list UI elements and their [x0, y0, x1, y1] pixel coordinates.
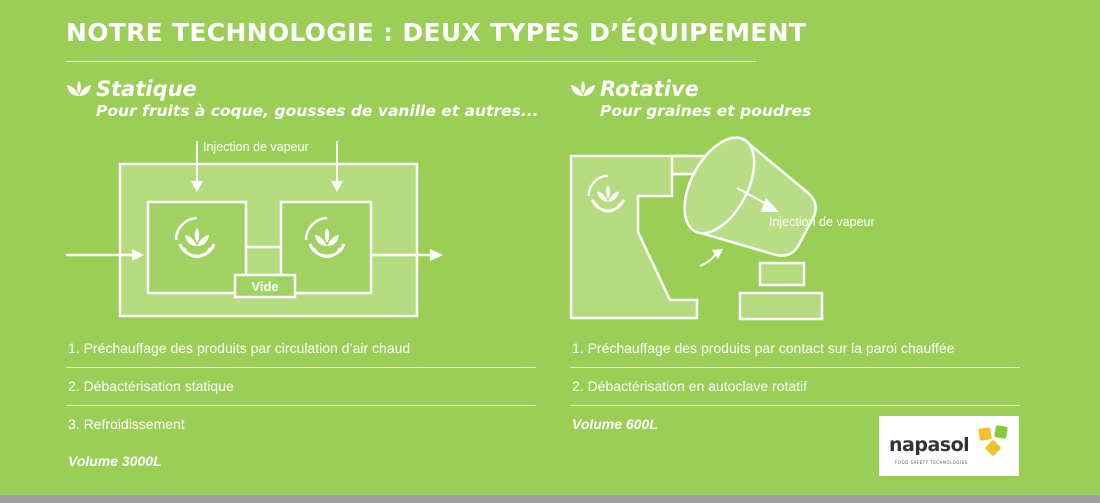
- section-static-subtitle: Pour fruits à coque, gousses de vanille …: [96, 102, 539, 120]
- rotative-drum: [683, 136, 818, 257]
- rotative-volume: Volume 600L: [572, 416, 658, 432]
- static-diagram: Vide Injection de vapeur: [66, 140, 443, 318]
- title-divider: [66, 61, 756, 62]
- rotative-frame: [569, 154, 699, 320]
- bottom-bar: [0, 495, 1100, 503]
- arrow-down-icon: [191, 181, 203, 192]
- arrow-icon: [761, 198, 779, 212]
- list-item: 1. Préchauffage des produits par circula…: [66, 330, 536, 368]
- rotative-diagram: Injection de vapeur: [569, 136, 875, 321]
- page-title: NOTRE TECHNOLOGIE : DEUX TYPES D’ÉQUIPEM…: [66, 18, 807, 47]
- static-volume: Volume 3000L: [68, 453, 162, 469]
- section-static-title: Statique: [96, 77, 197, 101]
- leaf-icon: [571, 81, 595, 96]
- arrow-right-icon: [430, 249, 443, 261]
- vide-label: Vide: [251, 279, 278, 294]
- vide-box: [233, 273, 297, 299]
- leaf-icon: [67, 81, 91, 96]
- rotation-arrow-icon: [712, 249, 723, 259]
- rotative-base: [738, 291, 824, 321]
- section-rotative-title: Rotative: [600, 77, 699, 101]
- rotative-injection-label: Injection de vapeur: [769, 215, 875, 229]
- logo-text: napasol: [889, 434, 970, 456]
- rotative-outlet: [758, 261, 806, 287]
- equipment-diagrams: Vide Injection de vapeur Injection de va…: [66, 136, 875, 321]
- napasol-logo: napasol FOOD SAFETY TECHNOLOGIES: [879, 416, 1019, 476]
- arrow-down-icon: [331, 181, 343, 192]
- logo-leaves-icon: [978, 425, 1008, 456]
- static-chamber-1: [146, 200, 248, 295]
- list-item: 3. Refroidissement: [68, 416, 185, 432]
- static-steps-list: 1. Préchauffage des produits par circula…: [66, 330, 536, 480]
- rotative-steps-list: 1. Préchauffage des produits par contact…: [570, 330, 1020, 443]
- static-injection-label: Injection de vapeur: [203, 140, 309, 154]
- logo-tagline: FOOD SAFETY TECHNOLOGIES: [895, 460, 968, 465]
- list-item: 1. Préchauffage des produits par contact…: [570, 330, 1020, 368]
- arrow-right-icon: [132, 249, 144, 261]
- list-item: 2. Débactérisation en autoclave rotatif: [570, 368, 1020, 406]
- section-rotative-subtitle: Pour graines et poudres: [600, 102, 812, 120]
- list-item: 2. Débactérisation statique: [66, 368, 536, 406]
